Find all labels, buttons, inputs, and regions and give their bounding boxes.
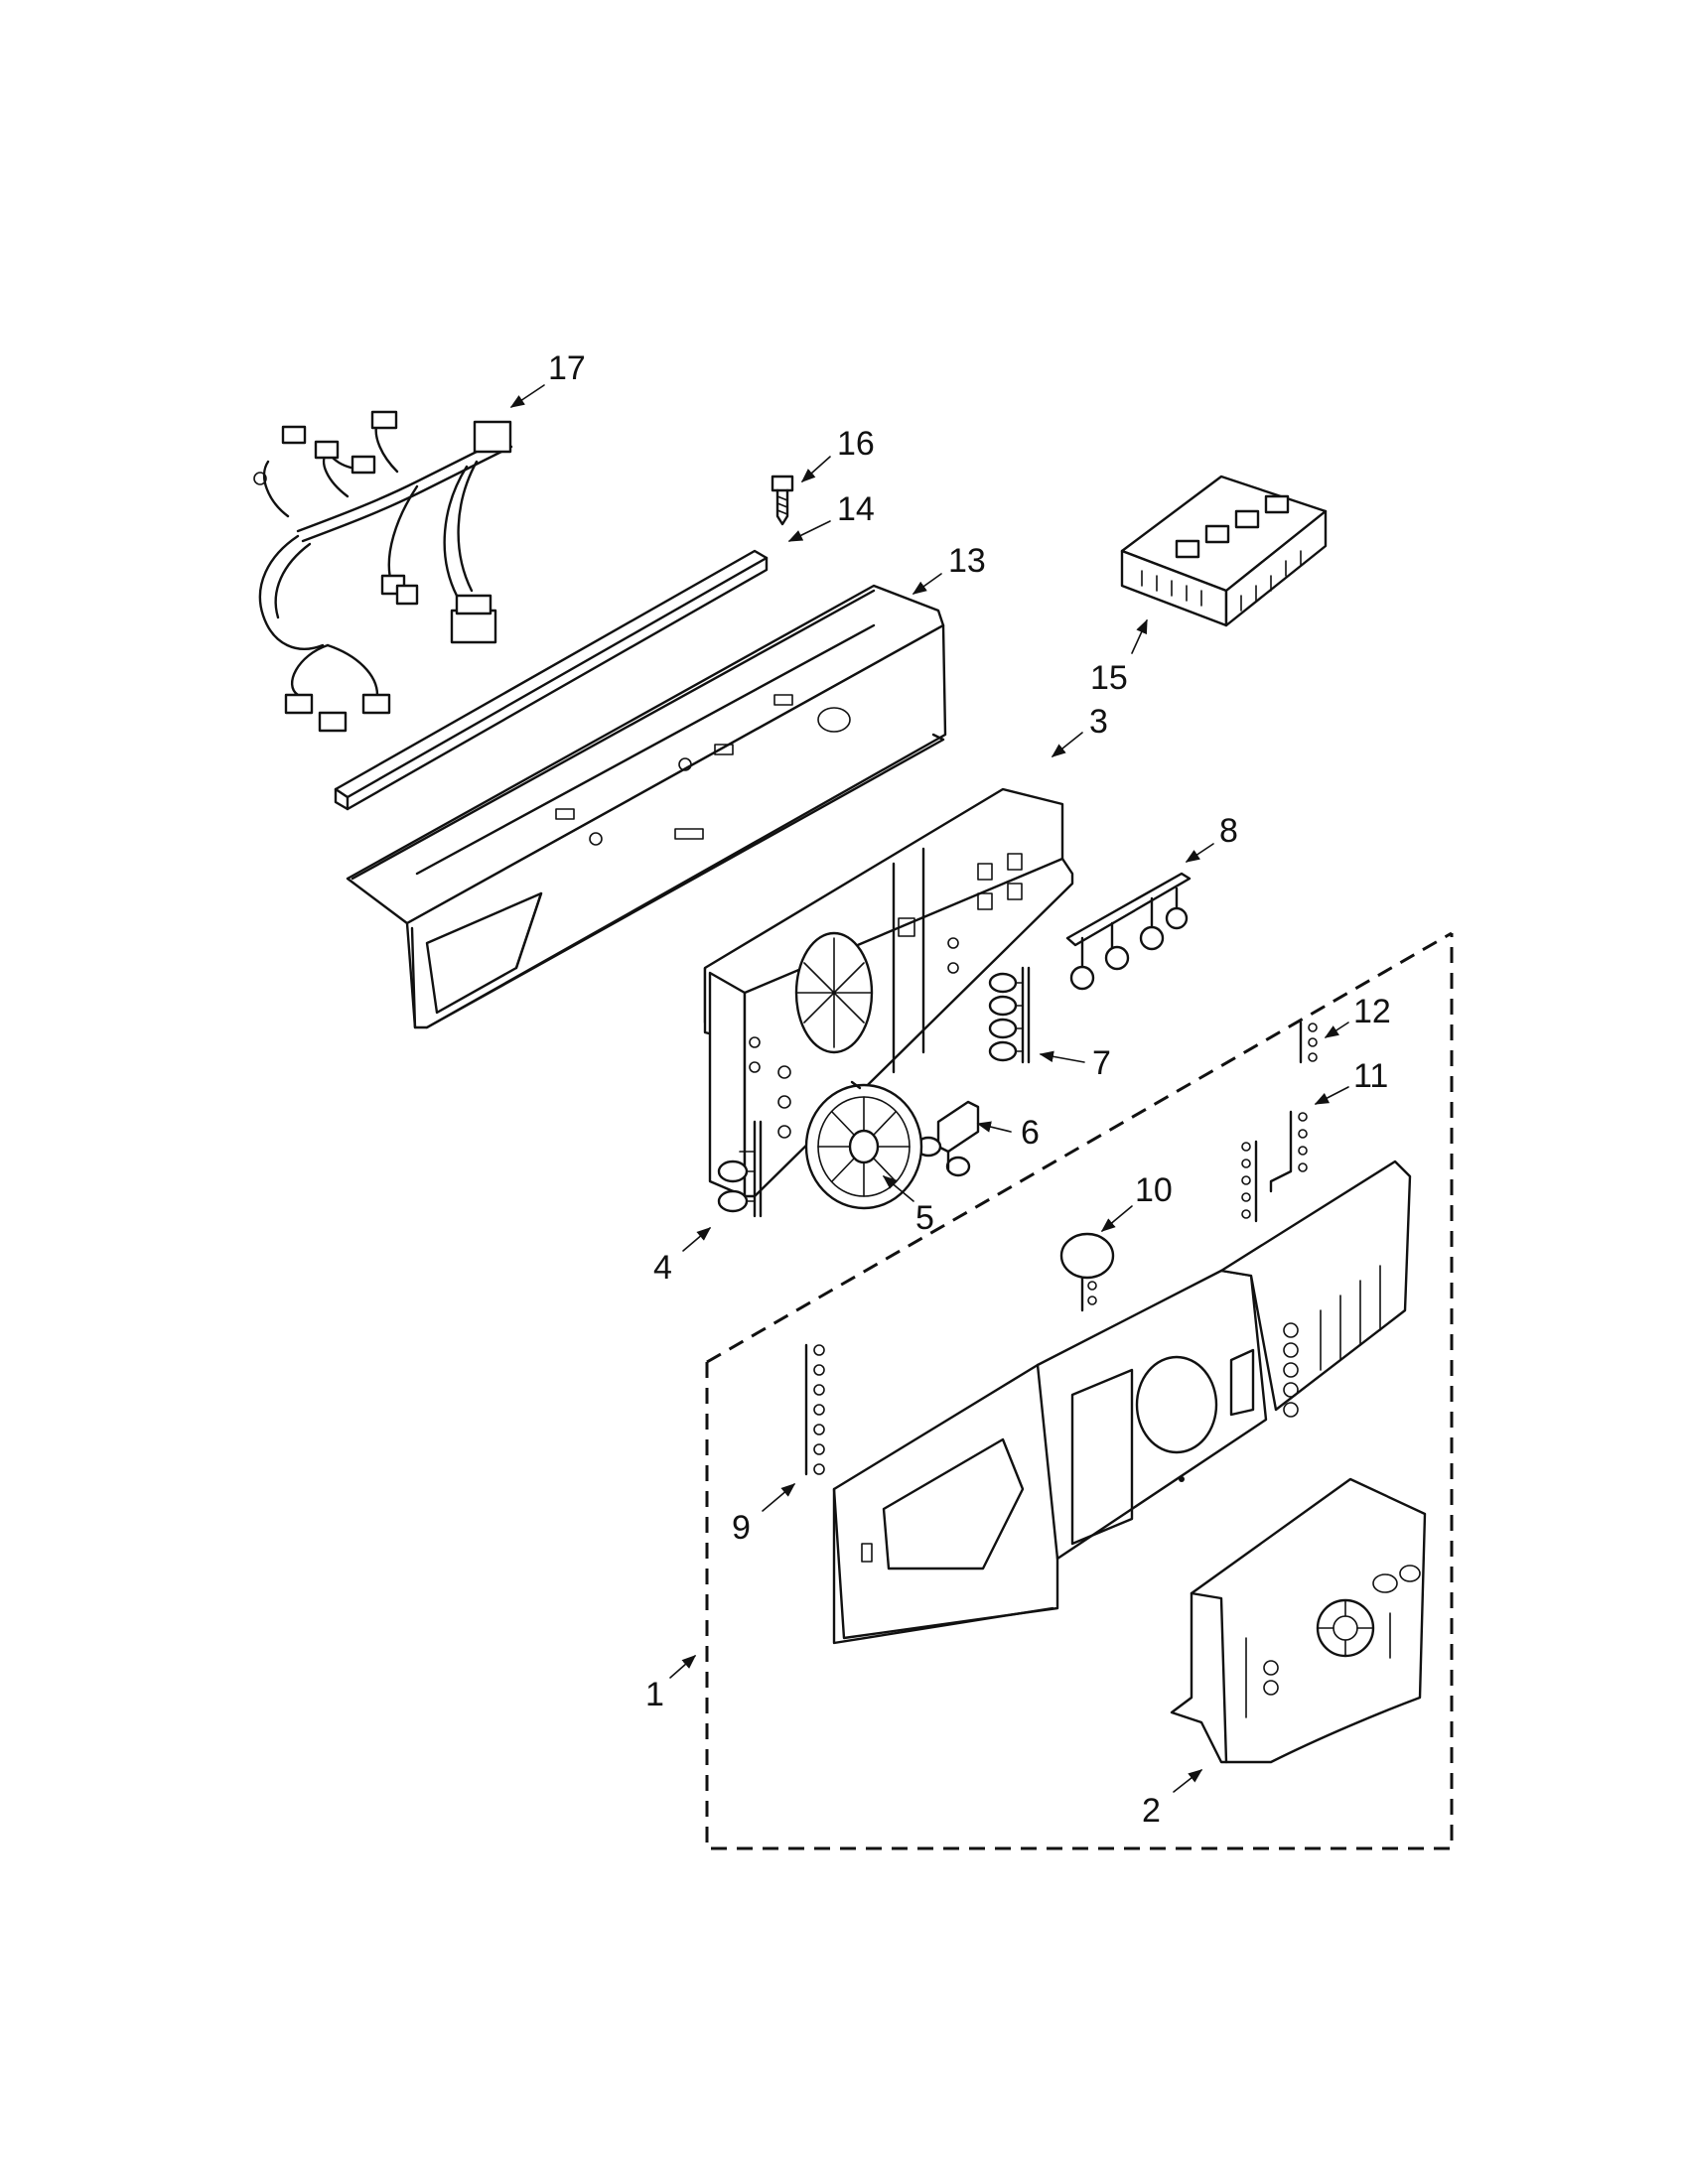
switch-clip-6 xyxy=(914,1100,980,1177)
callout-11: 11 xyxy=(1353,1057,1388,1095)
callout-labels: 17 16 14 13 15 3 8 12 11 7 6 10 5 4 9 1 … xyxy=(548,349,1391,1830)
leader-arrows xyxy=(509,384,1349,1793)
led-strip-11 xyxy=(1241,1110,1308,1223)
callout-16: 16 xyxy=(837,425,875,463)
callout-8: 8 xyxy=(1219,812,1238,850)
knob-cap-10 xyxy=(1059,1232,1115,1312)
screw-16 xyxy=(771,475,794,526)
callout-13: 13 xyxy=(948,542,986,580)
callout-12: 12 xyxy=(1353,993,1391,1030)
callout-4: 4 xyxy=(653,1249,672,1287)
selector-dial-5 xyxy=(804,1080,923,1210)
callout-1: 1 xyxy=(645,1676,664,1713)
small-strip-12 xyxy=(1299,1021,1318,1064)
button-bracket-8 xyxy=(1065,872,1192,991)
wiring-harness-17 xyxy=(253,410,513,733)
console-overlay-2 xyxy=(1170,1477,1427,1764)
pushbutton-strip-7 xyxy=(988,966,1031,1064)
callout-3: 3 xyxy=(1089,703,1108,741)
console-front-1 xyxy=(832,1160,1412,1645)
control-module-15 xyxy=(1120,475,1328,627)
assembly-group-boundary xyxy=(705,933,1454,1850)
callout-15: 15 xyxy=(1090,659,1128,697)
callout-17: 17 xyxy=(548,349,586,387)
callout-14: 14 xyxy=(837,490,875,528)
callout-5: 5 xyxy=(915,1199,934,1237)
callout-9: 9 xyxy=(732,1509,751,1547)
led-strip-9 xyxy=(804,1343,825,1476)
console-panel-13 xyxy=(346,584,947,1029)
callout-6: 6 xyxy=(1021,1114,1040,1152)
callout-2: 2 xyxy=(1142,1792,1161,1830)
callout-10: 10 xyxy=(1135,1171,1173,1209)
rail-14 xyxy=(334,549,769,811)
assembly-group-boundary-diagonal xyxy=(706,931,1453,1364)
button-strip-4 xyxy=(717,1120,763,1218)
callout-7: 7 xyxy=(1092,1044,1111,1082)
